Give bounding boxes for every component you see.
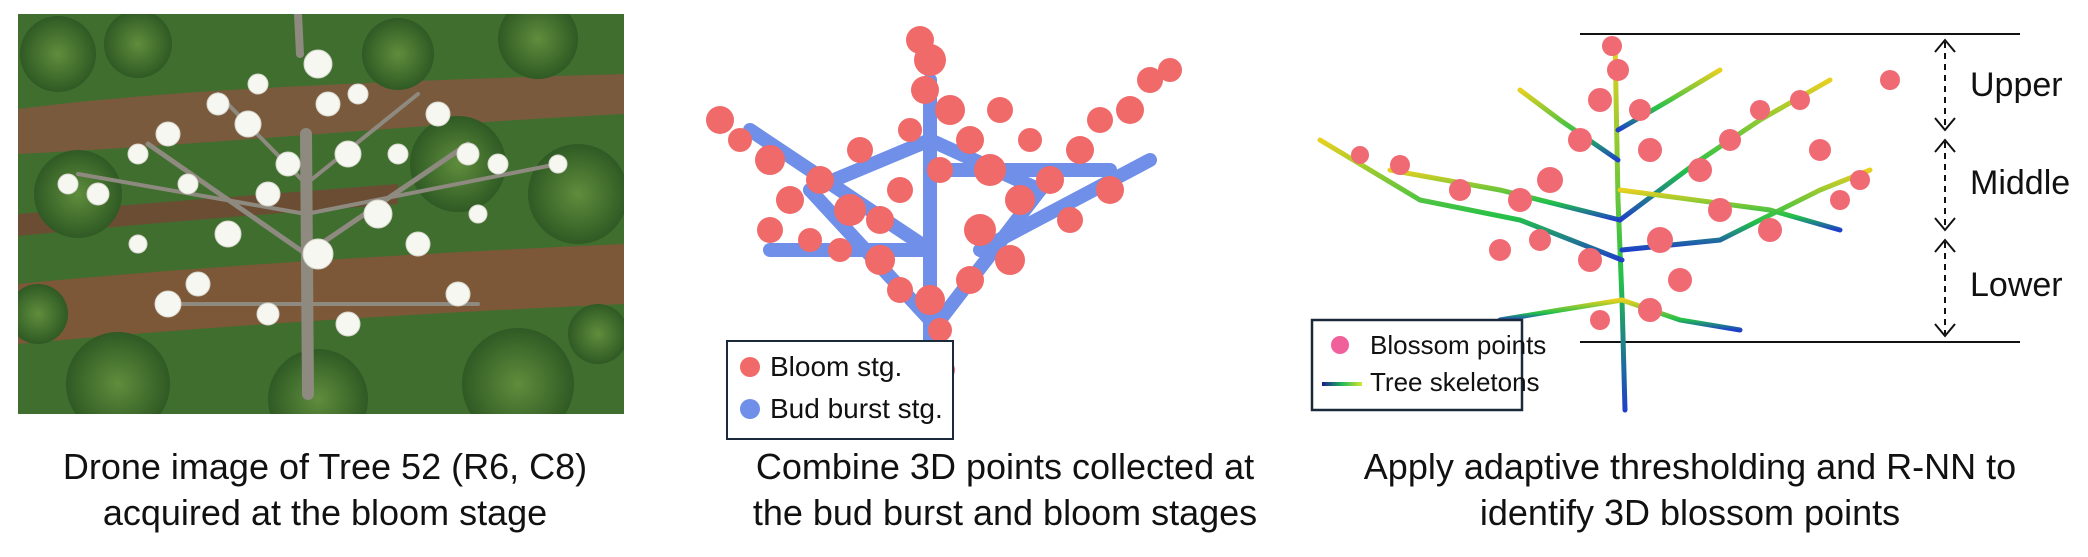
bloom-swatch	[740, 357, 760, 377]
combined-points-panel: Bloom stg. Bud burst stg. Combine 3D poi…	[680, 0, 1330, 557]
combined-legend: Bloom stg. Bud burst stg.	[726, 340, 954, 440]
blossom-swatch	[1331, 336, 1349, 354]
blossom-points	[1351, 36, 1900, 330]
combined-caption-line-1: Combine 3D points collected at	[755, 446, 1255, 487]
level-upper: Upper	[1970, 66, 2063, 104]
legend-label-blossom: Blossom points	[1370, 330, 1547, 360]
skeleton-caption: Apply adaptive thresholding and R-NN to …	[1300, 444, 2080, 536]
drone-image-tree-52	[18, 14, 624, 414]
photo-caption-line-2: acquired at the bloom stage	[102, 492, 548, 533]
skeleton-caption-line-1: Apply adaptive thresholding and R-NN to	[1363, 446, 2017, 487]
level-boundaries	[1580, 33, 2020, 343]
drone-photo-illustration	[18, 14, 624, 414]
skeleton-caption-line-2: identify 3D blossom points	[1479, 492, 1901, 533]
skeleton-panel: Blossom points Tree skeletons Upper Midd…	[1300, 0, 2088, 557]
legend-label-bud-burst: Bud burst stg.	[770, 393, 943, 424]
photo-caption-line-1: Drone image of Tree 52 (R6, C8)	[62, 446, 588, 487]
level-middle: Middle	[1970, 164, 2071, 202]
legend-entry-bud-burst: Bud burst stg.	[728, 392, 943, 426]
drone-photo-panel: Drone image of Tree 52 (R6, C8) acquired…	[0, 0, 650, 557]
arrow-heads	[1934, 38, 1956, 338]
level-lower: Lower	[1970, 266, 2063, 304]
legend-label-skeleton: Tree skeletons	[1370, 367, 1540, 397]
skeleton-swatch	[1322, 382, 1362, 386]
combined-caption-line-2: the bud burst and bloom stages	[752, 492, 1258, 533]
legend-entry-bloom: Bloom stg.	[728, 350, 902, 384]
legend-label-bloom: Bloom stg.	[770, 351, 903, 382]
combined-point-cloud	[706, 26, 1182, 408]
skeleton-legend-frame	[1310, 318, 1524, 412]
photo-caption: Drone image of Tree 52 (R6, C8) acquired…	[0, 444, 650, 536]
skeleton-point-cloud	[1310, 33, 2020, 413]
combined-caption: Combine 3D points collected at the bud b…	[660, 444, 1350, 536]
bud-burst-swatch	[740, 399, 760, 419]
